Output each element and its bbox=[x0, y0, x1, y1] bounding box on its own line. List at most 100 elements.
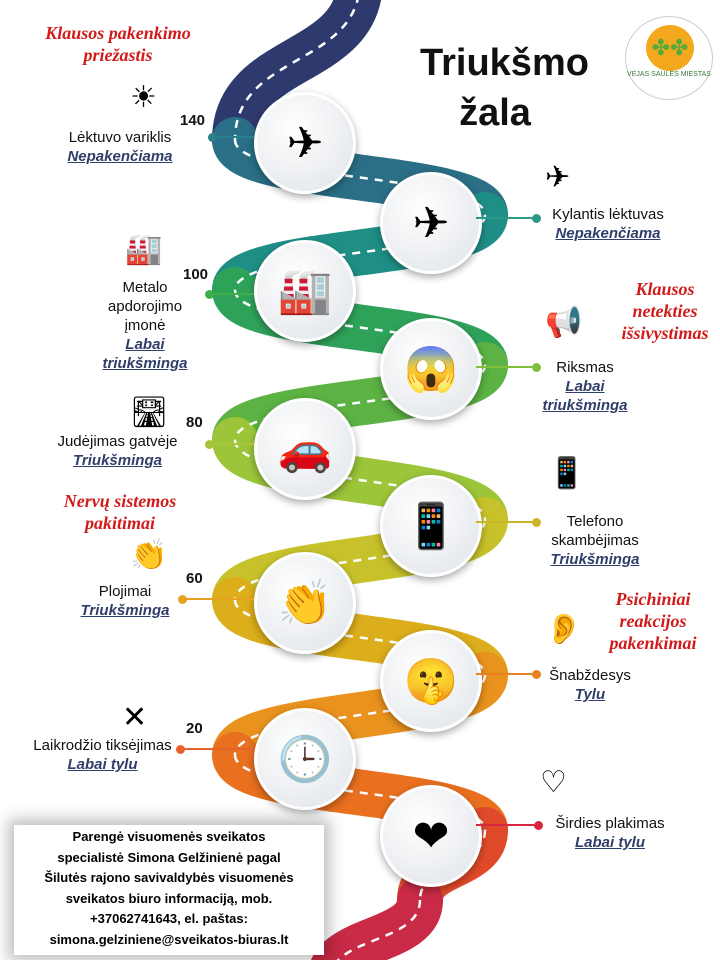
road-center-line bbox=[233, 439, 487, 521]
source-name: Laikrodžio tiksėjimas bbox=[33, 737, 172, 754]
connector-line bbox=[476, 673, 532, 675]
connector-line bbox=[210, 443, 254, 445]
source-icon: 🛣 bbox=[130, 396, 169, 429]
source-name: Telefono skambėjimas bbox=[551, 513, 639, 549]
logo-text: VĖJAS SAULĖS MIESTAS bbox=[627, 71, 711, 78]
source-name: Lėktuvo variklis bbox=[68, 129, 172, 146]
connector-dot bbox=[205, 290, 214, 299]
noise-level: Labai tylu bbox=[67, 756, 138, 773]
connector-line bbox=[476, 366, 532, 368]
road-center-line bbox=[233, 599, 487, 676]
credit-line: Šilutės rajono savivaldybės visuomenės bbox=[44, 870, 294, 885]
source-image-circle: 😱 bbox=[380, 318, 482, 420]
source-picture-icon: 🏭 bbox=[277, 267, 333, 316]
source-image-circle: 🤫 bbox=[380, 630, 482, 732]
credit-line: simona.gelziniene@sveikatos-biuras.lt bbox=[49, 931, 289, 947]
connector-line bbox=[213, 136, 254, 138]
connector-line bbox=[210, 293, 254, 295]
source-icon: 📱 bbox=[548, 457, 586, 490]
source-picture-icon: ❤ bbox=[412, 811, 450, 861]
effect-label: Klausos pakenkimo priežastis bbox=[45, 23, 191, 65]
source-icon: ✕ bbox=[122, 701, 148, 734]
source-icon: 👏 bbox=[130, 539, 168, 572]
effect-label: Klausos netekties išsivystimas bbox=[621, 279, 709, 343]
title-line: Triukšmo bbox=[420, 42, 589, 84]
connector-dot bbox=[534, 821, 543, 830]
source-name: Metalo apdorojimo įmonė bbox=[107, 279, 183, 334]
connector-dot bbox=[532, 518, 541, 527]
source-picture-icon: 📱 bbox=[403, 502, 459, 551]
road-center-line bbox=[233, 0, 359, 141]
connector-dot bbox=[532, 670, 541, 679]
connector-dot bbox=[178, 595, 187, 604]
noise-level: Triukšminga bbox=[73, 452, 162, 469]
source-icon: ♡ bbox=[540, 766, 567, 799]
source-image-circle: 🕒 bbox=[254, 708, 356, 810]
source-image-circle: ✈ bbox=[254, 92, 356, 194]
decibel-value: 140 bbox=[180, 112, 206, 129]
noise-level: Triukšminga bbox=[550, 551, 640, 568]
source-icon: 📢 bbox=[545, 306, 583, 339]
source-picture-icon: ✈ bbox=[286, 118, 324, 168]
pinwheel-icon: ✤✤ bbox=[646, 25, 694, 71]
connector-line bbox=[476, 521, 532, 523]
credit-line: +37062741643, el. paštas: bbox=[90, 911, 248, 926]
page-title: Triukšmo žala bbox=[420, 38, 589, 138]
source-picture-icon: 🤫 bbox=[403, 657, 459, 706]
connector-dot bbox=[208, 133, 217, 142]
noise-level: Labai triukšminga bbox=[542, 378, 628, 414]
noise-level: Triukšminga bbox=[80, 602, 170, 619]
noise-level: Nepakenčiama bbox=[67, 148, 173, 165]
road-center-line bbox=[233, 289, 487, 366]
source-name: Širdies plakimas bbox=[555, 815, 665, 832]
source-picture-icon: ✈ bbox=[412, 198, 450, 248]
connector-line bbox=[183, 598, 254, 600]
connector-line bbox=[476, 824, 534, 826]
road-center-line bbox=[233, 754, 487, 831]
connector-dot bbox=[205, 440, 214, 449]
connector-line bbox=[476, 217, 532, 219]
noise-level: Labai triukšminga bbox=[102, 336, 188, 372]
source-name: Judėjimas gatvėje bbox=[57, 433, 178, 450]
source-picture-icon: 😱 bbox=[403, 345, 459, 394]
connector-dot bbox=[176, 745, 185, 754]
source-image-circle: 👏 bbox=[254, 552, 356, 654]
road-segment bbox=[311, 877, 443, 960]
noise-level: Nepakenčiama bbox=[555, 225, 661, 242]
credit-line: Parengė visuomenės sveikatos bbox=[72, 829, 266, 844]
source-image-circle: 📱 bbox=[380, 475, 482, 577]
road-center-line bbox=[233, 139, 487, 216]
title-line: žala bbox=[459, 92, 531, 134]
source-picture-icon: 👏 bbox=[277, 579, 333, 628]
decibel-value: 60 bbox=[186, 570, 203, 587]
noise-level: Labai tylu bbox=[574, 834, 645, 851]
source-picture-icon: 🕒 bbox=[277, 735, 333, 784]
source-picture-icon: 🚗 bbox=[277, 425, 333, 474]
credit-box: Parengė visuomenės sveikatos specialistė… bbox=[14, 825, 324, 955]
source-image-circle: ❤ bbox=[380, 785, 482, 887]
source-icon: 👂 bbox=[545, 613, 583, 646]
source-name: Kylantis lėktuvas bbox=[552, 206, 664, 223]
source-image-circle: ✈ bbox=[380, 172, 482, 274]
connector-dot bbox=[532, 214, 541, 223]
source-image-circle: 🚗 bbox=[254, 398, 356, 500]
source-name: Šnabždesys bbox=[549, 667, 631, 684]
decibel-value: 80 bbox=[186, 414, 203, 431]
decibel-value: 100 bbox=[183, 266, 209, 283]
source-image-circle: 🏭 bbox=[254, 240, 356, 342]
credit-line: sveikatos biuro informaciją, mob. bbox=[65, 890, 273, 906]
connector-dot bbox=[532, 363, 541, 372]
decibel-value: 20 bbox=[186, 720, 203, 737]
source-name: Plojimai bbox=[98, 583, 152, 600]
source-icon: ✈ bbox=[545, 161, 571, 194]
